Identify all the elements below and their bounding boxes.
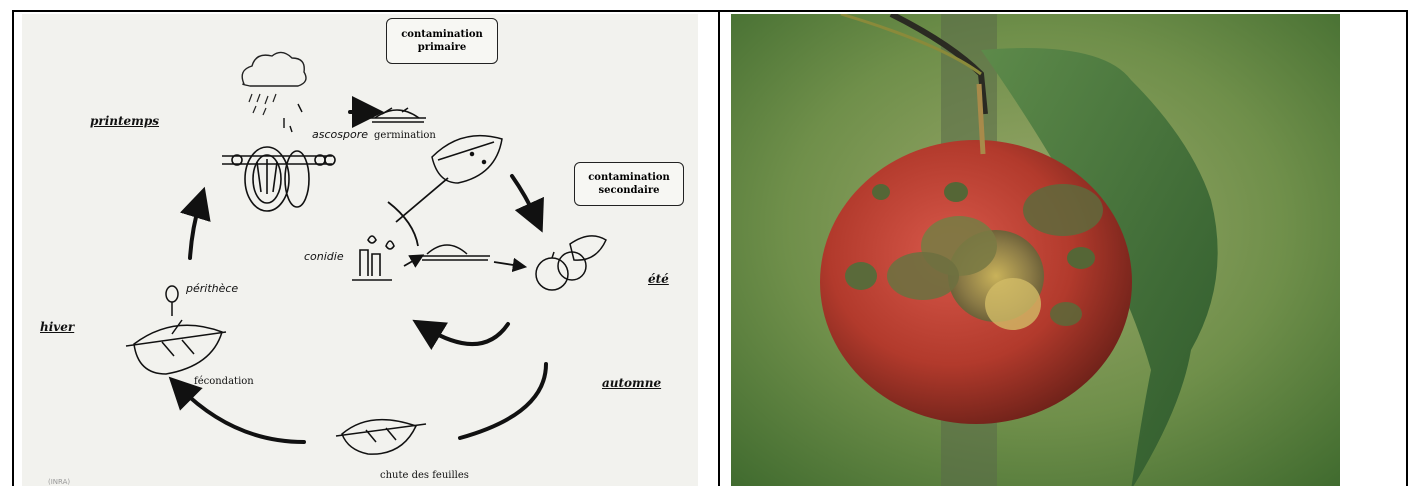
secondary-germination-icon	[420, 245, 490, 260]
box-primary-line1: contamination	[387, 28, 497, 41]
fecondation-label: fécondation	[194, 376, 254, 387]
perithece-label: périthèce	[186, 282, 238, 295]
apple-scab-photo	[731, 14, 1340, 486]
chute-feuilles-label: chute des feuilles	[380, 470, 469, 481]
fallen-leaf-icon	[336, 420, 426, 455]
table-right-border	[1406, 10, 1408, 486]
ascospore-label: ascospore	[312, 128, 368, 141]
box-secondary-line1: contamination	[575, 171, 683, 184]
season-summer-label: été	[648, 272, 669, 286]
season-winter-label: hiver	[40, 320, 74, 334]
life-cycle-diagram: contamination primaire contamination sec…	[22, 14, 698, 486]
winter-leaf-icon	[126, 286, 226, 374]
germination-icon	[370, 108, 426, 122]
apple-photo-drawing	[731, 14, 1340, 486]
rain-cloud-icon	[242, 52, 306, 115]
leaf-icon	[432, 136, 502, 183]
secondary-contamination-box: contamination secondaire	[574, 162, 684, 206]
germination-label: germination	[374, 130, 436, 141]
flow-arrows	[388, 178, 520, 266]
conidie-icon	[352, 236, 394, 280]
cell-divider	[718, 10, 720, 486]
season-autumn-label: automne	[602, 376, 661, 390]
perithece-section-icon	[222, 104, 335, 211]
primary-contamination-box: contamination primaire	[386, 18, 498, 64]
diagram-drawing	[22, 14, 698, 486]
conidie-label: conidie	[304, 250, 344, 263]
cycle-arrows	[180, 112, 546, 442]
season-spring-label: printemps	[90, 114, 159, 128]
box-secondary-line2: secondaire	[575, 184, 683, 197]
apple-icon	[536, 236, 606, 290]
box-primary-line2: primaire	[387, 41, 497, 54]
credit-label: (INRA)	[48, 478, 70, 486]
